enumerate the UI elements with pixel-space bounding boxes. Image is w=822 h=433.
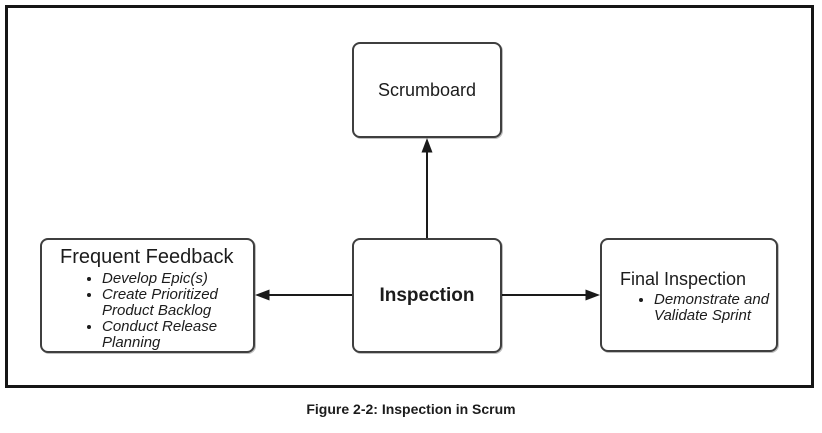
final-inspection-bullet-list: Demonstrate and Validate Sprint — [620, 291, 770, 324]
node-scrumboard: Scrumboard — [352, 42, 502, 138]
arrow-inspection-to-final-inspection — [502, 289, 600, 301]
node-final-inspection: Final Inspection Demonstrate and Validat… — [600, 238, 778, 352]
arrow-inspection-to-frequent-feedback — [255, 289, 352, 301]
bullet-item: Develop Epic(s) — [102, 271, 245, 287]
node-inspection-label: Inspection — [379, 284, 475, 306]
node-frequent-feedback-title: Frequent Feedback — [60, 246, 234, 268]
node-inspection: Inspection — [352, 238, 502, 353]
frequent-feedback-bullet-list: Develop Epic(s) Create Prioritized Produ… — [60, 271, 245, 351]
bullet-item: Create Prioritized Product Backlog — [102, 287, 245, 319]
node-final-inspection-title: Final Inspection — [620, 268, 747, 289]
bullet-item: Demonstrate and Validate Sprint — [654, 291, 770, 324]
bullet-item: Conduct Release Planning — [102, 319, 245, 351]
figure-caption: Figure 2-2: Inspection in Scrum — [306, 401, 516, 417]
arrow-inspection-to-scrumboard — [421, 138, 433, 238]
node-scrumboard-label: Scrumboard — [377, 79, 477, 100]
node-frequent-feedback: Frequent Feedback Develop Epic(s) Create… — [40, 238, 255, 353]
